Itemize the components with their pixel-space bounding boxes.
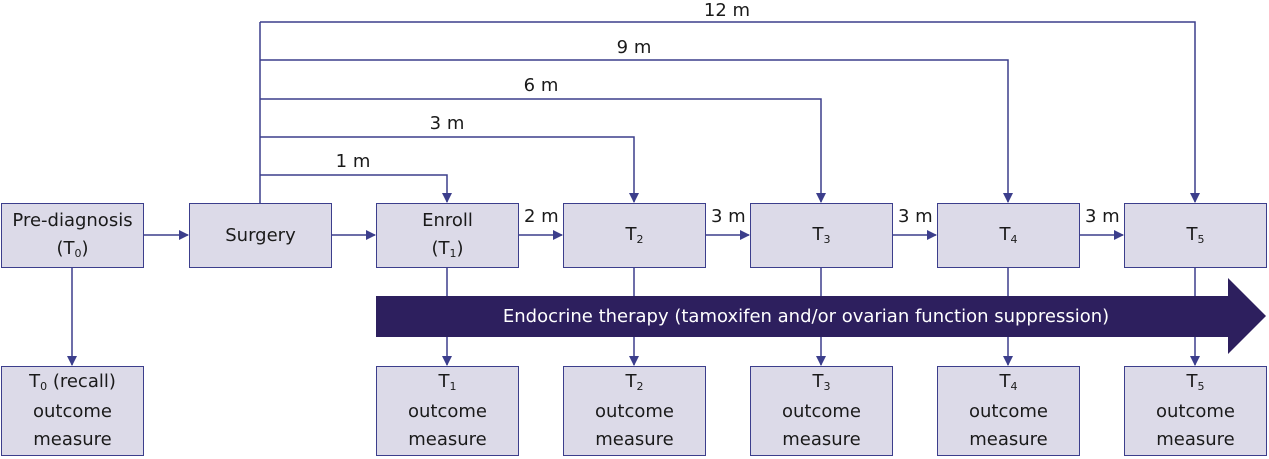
surgery-label-9m: 9 m	[616, 37, 652, 58]
t2-box: T2	[563, 203, 706, 268]
enroll-box: Enroll (T1)	[376, 203, 519, 268]
surgery-label-1m: 1 m	[335, 151, 371, 172]
outcome-box-t2: T2 outcome measure	[563, 366, 706, 456]
t4-box: T4	[937, 203, 1080, 268]
branch-3m	[260, 136, 639, 203]
outcome-box-t1: T1 outcome measure	[376, 366, 519, 456]
branch-6m	[260, 98, 826, 203]
interval-label-t2-t3: 3 m	[711, 206, 746, 227]
pre-diagnosis-box: Pre-diagnosis (T0)	[1, 203, 144, 268]
outcome-box-t3: T3 outcome measure	[750, 366, 893, 456]
branch-1m	[260, 174, 452, 203]
interval-label-t4-t5: 3 m	[1085, 206, 1120, 227]
surgery-label-3m: 3 m	[429, 113, 465, 134]
interval-label-t3-t4: 3 m	[898, 206, 933, 227]
outcome-box-t5: T5 outcome measure	[1124, 366, 1267, 456]
t5-box: T5	[1124, 203, 1267, 268]
branch-9m	[260, 59, 1013, 203]
t3-box: T3	[750, 203, 893, 268]
interval-label-enroll-t2: 2 m	[524, 206, 559, 227]
surgery-label-12m: 12 m	[703, 0, 751, 21]
surgery-box: Surgery	[189, 203, 332, 268]
endocrine-therapy-banner	[376, 278, 1266, 354]
surgery-label-6m: 6 m	[523, 75, 559, 96]
enroll-label: Enroll	[422, 209, 473, 231]
branch-12m	[260, 21, 1200, 203]
banner-label: Endocrine therapy (tamoxifen and/or ovar…	[502, 305, 1110, 327]
pre-diagnosis-label: Pre-diagnosis	[12, 209, 133, 231]
surgery-label: Surgery	[225, 224, 296, 246]
outcome-box-t4: T4 outcome measure	[937, 366, 1080, 456]
outcome-box-t0: T0 (recall) outcome measure	[1, 366, 144, 456]
